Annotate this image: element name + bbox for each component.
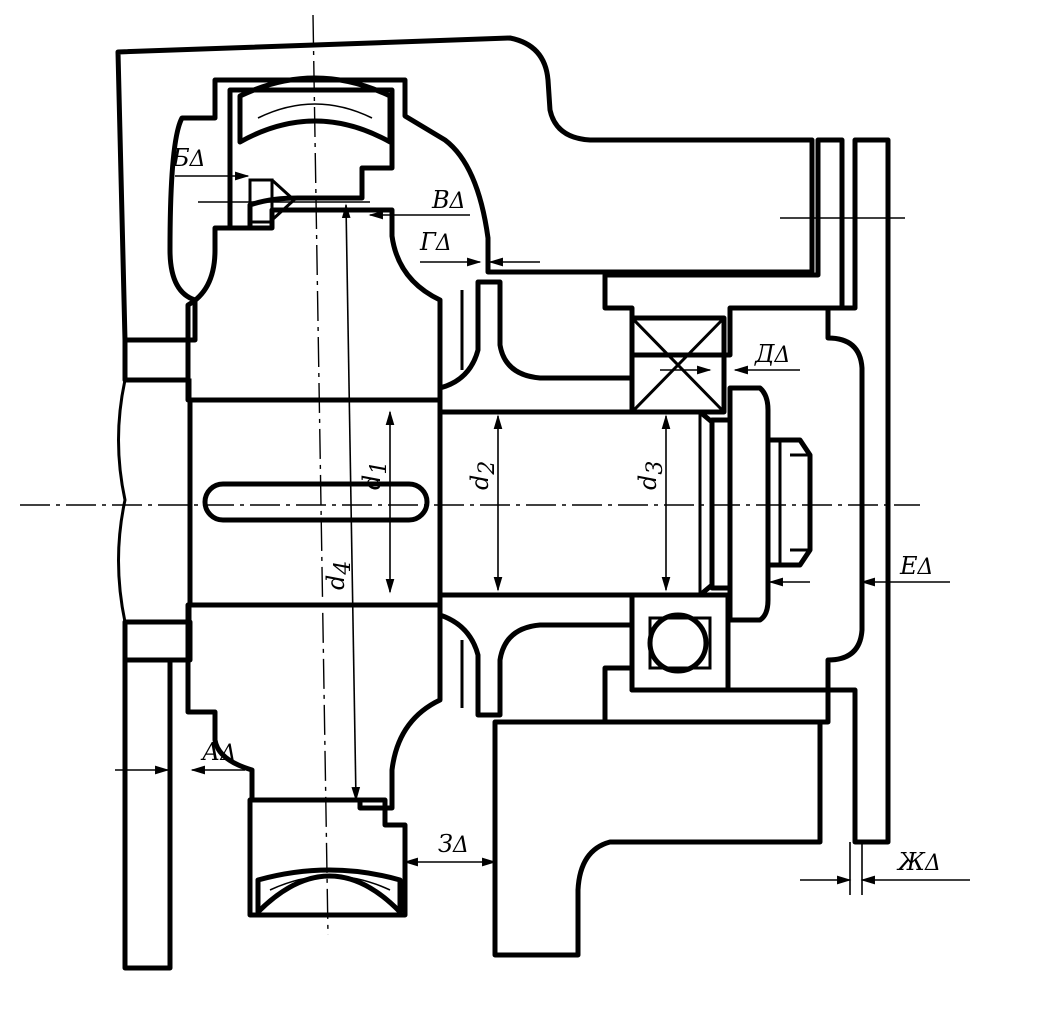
shaft-nut bbox=[709, 385, 813, 623]
roller-bearing bbox=[629, 315, 727, 415]
svg-text:d4: d4 bbox=[322, 561, 356, 590]
label-e: ЕΔ bbox=[899, 552, 933, 580]
worm-wheel-top bbox=[227, 75, 395, 231]
shaft-stub-left bbox=[117, 378, 192, 624]
dimension-labels: БΔ ВΔ ГΔ ДΔ ЕΔ АΔ ЗΔ ЖΔ d1 d2 d3 d4 bbox=[171, 144, 941, 876]
label-a: АΔ bbox=[200, 738, 236, 766]
dimension-lines bbox=[115, 171, 970, 895]
label-z: ЗΔ bbox=[438, 830, 469, 858]
label-b: БΔ bbox=[171, 144, 206, 172]
housing-upper bbox=[115, 35, 815, 343]
label-v: ВΔ bbox=[431, 186, 466, 214]
worm-wheel-bottom bbox=[247, 797, 408, 918]
ball-bearing bbox=[629, 592, 731, 693]
keyway bbox=[202, 481, 430, 523]
label-d2: d2 bbox=[466, 461, 500, 490]
wheel-hub bbox=[185, 207, 443, 811]
bearing-cover-lower bbox=[602, 665, 831, 725]
shaft bbox=[187, 397, 715, 608]
label-d: ДΔ bbox=[754, 340, 790, 368]
housing-left-wall-mid bbox=[122, 337, 191, 383]
housing-lower-right bbox=[492, 719, 823, 958]
label-g: ГΔ bbox=[419, 228, 452, 256]
end-cap bbox=[825, 137, 891, 845]
center-lines bbox=[20, 14, 920, 936]
label-zh: ЖΔ bbox=[896, 848, 941, 876]
label-d4: d4 bbox=[322, 561, 356, 590]
label-d1: d1 bbox=[358, 461, 392, 490]
svg-text:d3: d3 bbox=[634, 461, 668, 490]
spacer-sleeve bbox=[437, 279, 635, 718]
label-d3: d3 bbox=[634, 461, 668, 490]
svg-text:d2: d2 bbox=[466, 461, 500, 490]
bearing-cover bbox=[492, 137, 891, 958]
housing-lower-wall-fill bbox=[122, 619, 193, 663]
housing-lower bbox=[122, 657, 173, 971]
housing bbox=[115, 35, 815, 971]
svg-text:d1: d1 bbox=[358, 461, 392, 490]
